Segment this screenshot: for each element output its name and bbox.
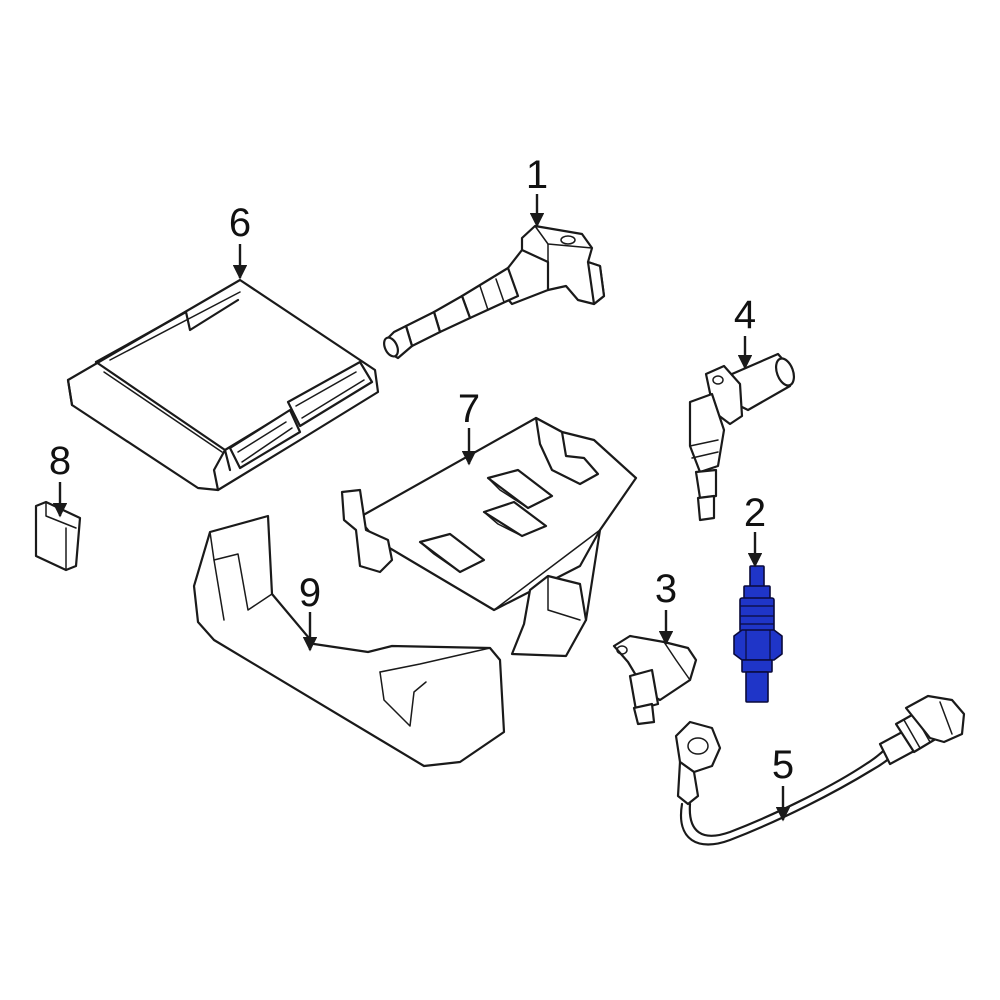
part-9-cover[interactable] [192,514,506,768]
callout-arrows [52,194,791,822]
part-5-knock-sensor[interactable] [674,694,966,846]
callout-3[interactable]: 3 [655,567,677,611]
callout-8[interactable]: 8 [49,439,71,483]
part-4-position-sensor[interactable] [688,352,797,522]
part-6-engine-control-module[interactable] [66,278,380,492]
callout-7[interactable]: 7 [458,387,480,431]
part-7-bracket[interactable] [340,416,638,658]
callout-6[interactable]: 6 [229,201,251,245]
callout-1[interactable]: 1 [526,153,548,197]
part-3-camshaft-sensor[interactable] [612,634,698,726]
callout-labels: 1 2 3 4 5 6 7 8 9 [49,153,794,787]
callout-5[interactable]: 5 [772,743,794,787]
part-2-highlighted-sensor[interactable] [733,565,783,703]
callout-2[interactable]: 2 [744,491,766,535]
callout-4[interactable]: 4 [734,293,756,337]
callout-9[interactable]: 9 [299,571,321,615]
part-8-pad[interactable] [34,500,82,572]
part-1-ignition-coil[interactable] [381,224,606,360]
